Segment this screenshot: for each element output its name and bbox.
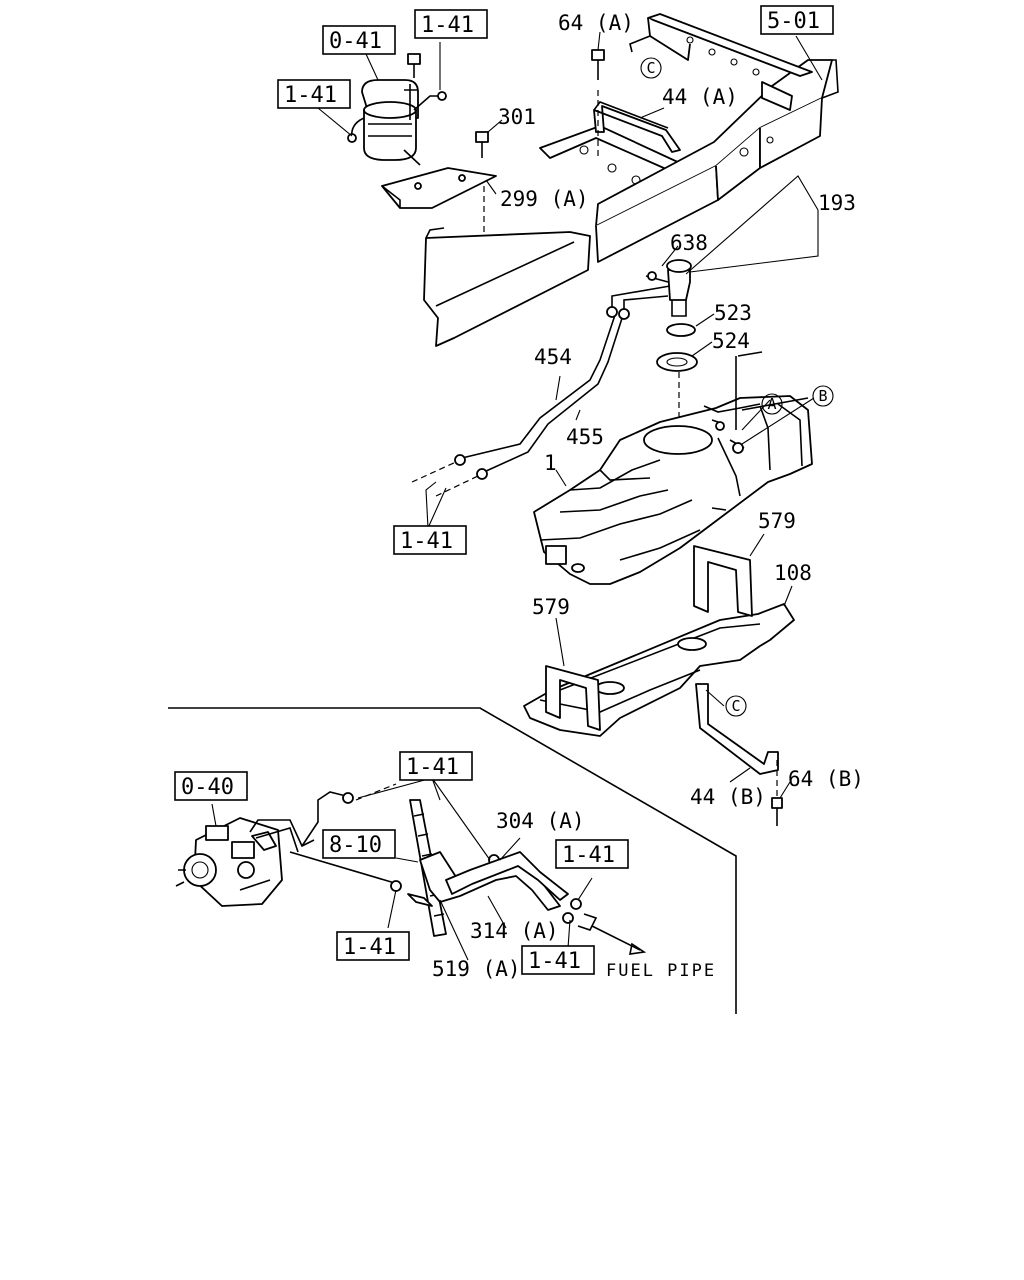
part-label-455: 455 — [566, 425, 604, 449]
circled-references: C A B C — [640, 57, 834, 717]
circled-ref-b: B — [818, 387, 827, 405]
bracket-44a — [591, 49, 681, 160]
part-label-64a: 64 (A) — [558, 11, 634, 35]
part-label-299a: 299 (A) — [500, 187, 589, 211]
ref-box-1-41-bottom-top: 1-41 — [406, 755, 459, 780]
ref-box-1-41-tank: 1-41 — [400, 529, 453, 554]
ref-box-5-01: 5-01 — [767, 9, 820, 34]
part-label-523: 523 — [714, 301, 752, 325]
part-number-labels: 64 (A) 44 (A) 301 299 (A) 193 638 523 52… — [432, 11, 864, 981]
fuel-tank — [533, 351, 813, 585]
part-label-524: 524 — [712, 329, 750, 353]
circled-ref-a: A — [767, 395, 776, 413]
ref-box-0-41: 0-41 — [329, 29, 382, 54]
part-label-454: 454 — [534, 345, 572, 369]
part-label-519a: 519 (A) — [432, 957, 521, 981]
part-label-314a: 314 (A) — [470, 919, 559, 943]
chassis-frame-rail — [423, 13, 839, 347]
circled-ref-c-bottom: C — [731, 697, 740, 715]
ref-box-8-10: 8-10 — [329, 833, 382, 858]
part-label-579-right: 579 — [758, 509, 796, 533]
ref-box-1-41-top: 1-41 — [421, 13, 474, 38]
injection-pump — [175, 817, 283, 907]
part-label-64b: 64 (B) — [788, 767, 864, 791]
tank-tray-bracket — [523, 545, 795, 737]
part-label-579-left: 579 — [532, 595, 570, 619]
fuel-pipes-lower — [249, 783, 647, 955]
bracket-44b — [695, 683, 783, 826]
leader-lines — [211, 31, 823, 961]
ref-box-1-41-bottom-right: 1-41 — [562, 843, 615, 868]
circled-ref-c-top: C — [646, 59, 655, 77]
fuel-lines-454-455 — [411, 285, 671, 497]
part-label-301: 301 — [498, 105, 536, 129]
reference-boxes: 0-41 1-41 1-41 5-01 1-41 1-41 0-40 8-10 … — [174, 5, 834, 975]
ref-box-1-41-bottom-mid: 1-41 — [528, 949, 581, 974]
section-divider-line — [168, 707, 737, 1014]
fuel-filter-assembly — [347, 53, 447, 166]
ref-box-1-41-bottom-left: 1-41 — [343, 935, 396, 960]
ref-box-0-40: 0-40 — [181, 775, 234, 800]
part-label-44b: 44 (B) — [690, 785, 766, 809]
part-label-193: 193 — [818, 191, 856, 215]
part-label-108: 108 — [774, 561, 812, 585]
part-label-1: 1 — [544, 451, 557, 475]
fuel-pipe-note: FUEL PIPE — [606, 961, 716, 981]
filter-bracket — [381, 167, 497, 209]
ref-box-1-41-left: 1-41 — [284, 83, 337, 108]
part-label-304a: 304 (A) — [496, 809, 585, 833]
fuel-pump-sender-unit — [645, 259, 698, 436]
part-label-44a: 44 (A) — [662, 85, 738, 109]
part-label-638: 638 — [670, 231, 708, 255]
